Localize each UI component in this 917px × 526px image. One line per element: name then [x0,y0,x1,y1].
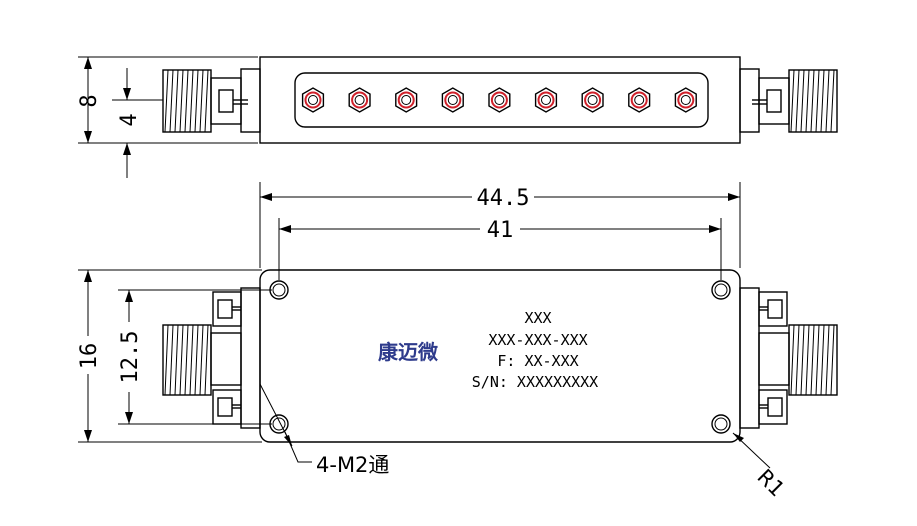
side-view: 8 4 [77,56,838,178]
dim-overall-length-text: 44.5 [477,186,530,211]
mounting-hole [711,280,731,300]
dim-side-center: 4 [112,68,163,178]
mounting-hole [269,280,289,300]
top-left-connector [162,287,261,429]
dim-side-height: 8 [77,56,258,144]
top-right-connector [739,287,838,429]
hole-note-text: 4-M2通 [316,453,389,477]
side-left-connector [162,68,261,133]
tuning-screw [348,87,371,113]
tuning-screw [581,87,604,113]
label-line-3: F: XX-XXX [497,352,578,370]
side-right-connector [739,68,838,133]
tuning-screws [301,87,697,113]
brand-logo-text: 康迈微 [378,340,438,364]
dim-hole-spacing-y: 12.5 [118,289,272,425]
tuning-screw [488,87,511,113]
side-panel [294,72,709,128]
tuning-screw [395,87,418,113]
tuning-screw [674,87,697,113]
label-line-2: XXX-XXX-XXX [488,331,587,349]
radius-note-text: R1 [752,465,789,502]
dim-hole-spacing-y-text: 12.5 [118,331,143,384]
hole-note-leader: 4-M2通 [259,383,389,477]
tuning-screw [628,87,651,113]
dim-overall-height: 16 [77,269,262,443]
dim-side-center-text: 4 [117,113,142,126]
dim-overall-height-text: 16 [77,343,102,370]
dim-hole-spacing-x: 41 [278,218,722,280]
top-view: 康迈微 XXX XXX-XXX-XXX F: XX-XXX S/N: XXXXX… [77,182,838,502]
tuning-screw [301,87,325,113]
dim-overall-length: 44.5 [259,182,741,268]
tuning-screw [534,87,558,113]
radius-note-leader: R1 [732,432,789,502]
dim-side-height-text: 8 [77,94,102,107]
mounting-hole [711,414,731,434]
side-body [259,56,741,144]
tuning-screw [441,87,464,113]
dim-hole-spacing-x-text: 41 [487,218,514,243]
label-line-1: XXX [524,309,551,327]
mounting-hole [269,414,289,434]
label-line-4: S/N: XXXXXXXXX [472,373,598,391]
